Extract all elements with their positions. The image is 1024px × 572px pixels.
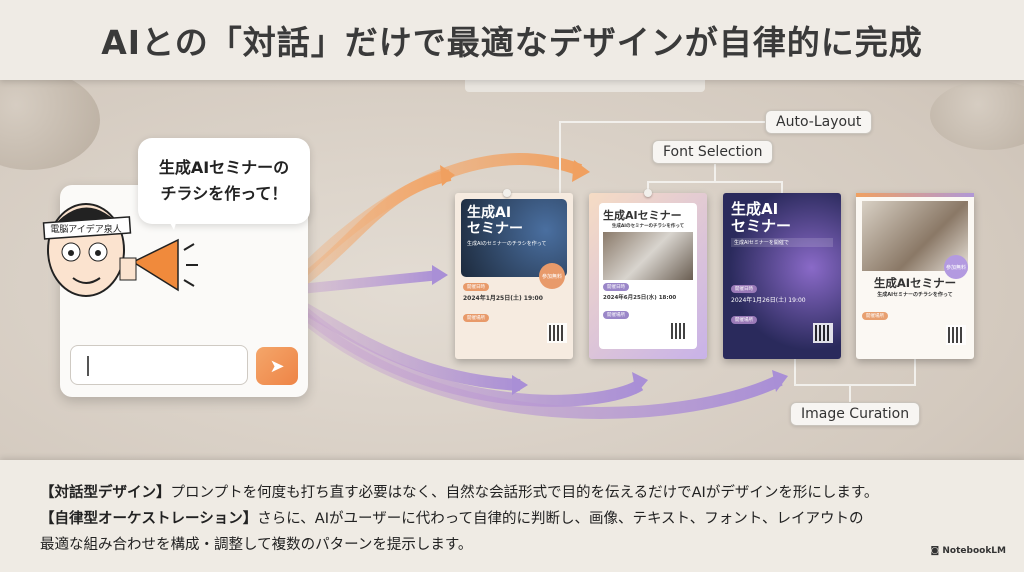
flyer-tag: 開催場所 [463,314,489,322]
flyer-1[interactable]: 生成AI セミナー 生成AIのセミナーのチラシを作って 参加無料 開催日時 20… [455,193,573,359]
headband-text: 電脳アイデア泉人 [50,223,122,235]
flyer-photo [603,232,693,280]
brand-label: NotebookLM [942,546,1006,556]
flyer-subtitle: 生成AIセミナーを開催で [731,238,833,247]
flyer-date: 2024年6月25日(水) 18:00 [603,295,677,301]
flyer-badge: 参加無料 [944,255,968,279]
pin-icon [644,189,652,197]
description-panel: 【対話型デザイン】プロンプトを何度も打ち直す必要はなく、自然な会話形式で目的を伝… [0,460,1024,572]
flyer-tag: 開催日時 [603,283,629,291]
qr-code-icon [813,323,833,343]
flyer-title: 生成AI [731,200,779,218]
label-image-curation: Image Curation [790,402,921,426]
flyer-subtitle: 生成AIのセミナーのチラシを作って [611,224,685,229]
qr-code-icon [669,321,689,341]
decor-bowl-right [930,80,1024,150]
flyer-title: セミナー [731,217,792,235]
send-button[interactable]: ➤ [256,347,298,385]
flyer-tag: 開催場所 [603,311,629,319]
flyer-2[interactable]: 生成AIセミナー 生成AIのセミナーのチラシを作って 開催日時 2024年6月2… [589,193,707,359]
character-with-megaphone-icon: 電脳アイデア泉人 [42,203,198,297]
chat-input[interactable] [70,345,248,385]
text-caret [87,356,89,376]
flyer-3[interactable]: 生成AI セミナー 生成AIセミナーを開催で 開催日時 2024年1月26日(土… [723,193,841,359]
arrow-to-flyer-5 [285,300,783,419]
flyer-date: 2024年1月26日(土) 19:00 [731,297,806,304]
qr-code-icon [946,325,966,345]
flyer-tag: 開催日時 [463,283,489,291]
brand-notebooklm: ◙ NotebookLM [931,538,1006,564]
flyer-title: セミナー [467,221,523,237]
speech-bubble: 生成AIセミナーの チラシを作って！ [138,138,310,230]
bubble-line-2: チラシを作って！ [160,184,288,203]
pin-icon [503,189,511,197]
text-orchestration-cont: 最適な組み合わせを構成・調整して複数のパターンを提示します。 [40,537,473,553]
flyer-title: 生成AIセミナー [603,209,682,222]
flyer-date: 2024年1月25日(土) 19:00 [463,295,543,302]
heading-orchestration: 【自律型オーケストレーション】 [40,511,258,527]
send-icon: ➤ [269,355,285,377]
flyer-title: 生成AI [467,205,512,221]
qr-code-icon [547,323,567,343]
flyer-tag: 開催場所 [862,312,888,320]
notebooklm-logo-icon: ◙ [930,546,943,556]
label-font-selection: Font Selection [652,140,774,164]
decor-keyboard [465,80,705,92]
flyer-tag: 開催場所 [731,316,757,324]
flyer-title: 生成AIセミナー [873,276,957,290]
text-dialog-design: プロンプトを何度も打ち直す必要はなく、自然な会話形式で目的を伝えるだけでAIがデ… [170,485,879,501]
bubble-line-1: 生成AIセミナーの [158,158,290,177]
page-title: AIとの「対話」だけで最適なデザインが自律的に完成 [101,23,923,62]
flyer-badge: 参加無料 [539,263,565,289]
text-orchestration: さらに、AIがユーザーに代わって自律的に判断し、画像、テキスト、フォント、レイア… [257,511,864,527]
label-auto-layout: Auto-Layout [765,110,873,134]
flyer-subtitle: 生成AIのセミナーのチラシを作って [467,241,547,247]
heading-dialog-design: 【対話型デザイン】 [40,485,171,501]
flyer-subtitle: 生成AIセミナーのチラシを作って [877,292,953,298]
flyer-4[interactable]: 参加無料 生成AIセミナー 生成AIセミナーのチラシを作って 開催場所 [856,193,974,359]
flyer-tag: 開催日時 [731,285,757,293]
title-bar: AIとの「対話」だけで最適なデザインが自律的に完成 [0,0,1024,80]
